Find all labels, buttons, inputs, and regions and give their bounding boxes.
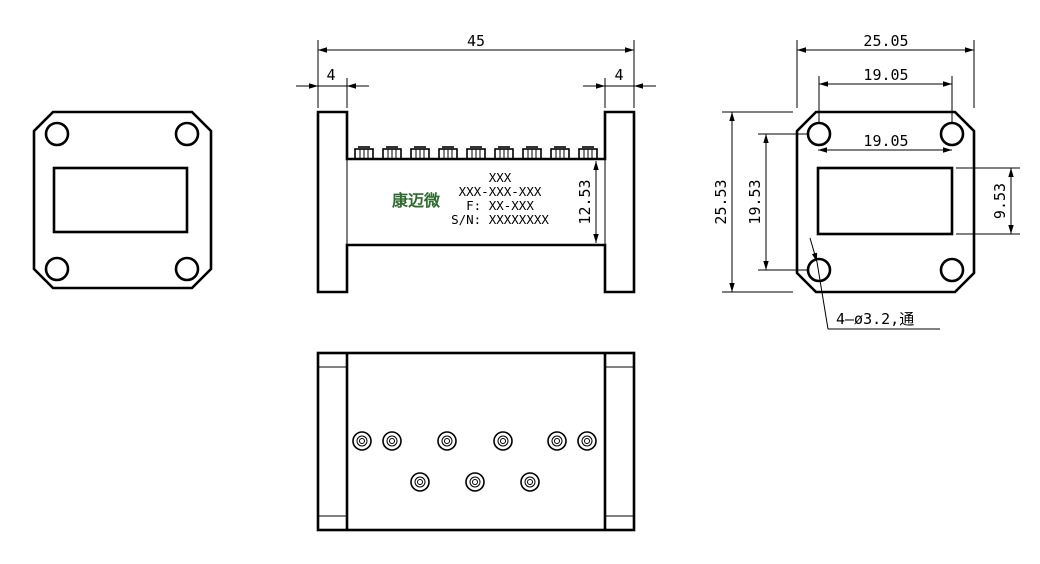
svg-text:19.53: 19.53 (746, 179, 764, 224)
tuning-screw (410, 146, 430, 160)
screw-head (520, 472, 540, 492)
screw-head (410, 472, 430, 492)
dim-flange-width: 25.05 (796, 32, 975, 108)
top-view (316, 351, 636, 532)
screw-head (493, 431, 513, 451)
svg-text:9.53: 9.53 (991, 183, 1009, 219)
tuning-screw (466, 146, 486, 160)
dim-flange-left: 4 (296, 66, 369, 108)
tuning-screw-heads (352, 431, 597, 492)
side-elevation-view: 康迈微 XXX XXX-XXX-XXX F: XX-XXX S/N: XXXXX… (296, 32, 656, 294)
tuning-screw (550, 146, 570, 160)
tuning-screw (354, 146, 374, 160)
screw-head (382, 431, 402, 451)
hole-callout: 4—ø3.2,通 (809, 237, 940, 330)
product-label: 康迈微 XXX XXX-XXX-XXX F: XX-XXX S/N: XXXXX… (392, 170, 549, 227)
tuning-screw (578, 146, 598, 160)
dim-flange-height: 25.53 (712, 111, 793, 293)
dim-hole-pitch-vertical: 19.53 (746, 133, 808, 271)
screw-head (437, 431, 457, 451)
svg-text:45: 45 (467, 32, 485, 50)
label-line-4: S/N: XXXXXXXX (451, 212, 549, 227)
svg-text:4: 4 (614, 66, 623, 84)
screw-head (465, 472, 485, 492)
right-flange-view: 25.05 19.05 19.05 25.53 19.53 (712, 32, 1020, 330)
dim-aperture-height: 9.53 (956, 167, 1020, 235)
svg-text:4—ø3.2,通: 4—ø3.2,通 (836, 310, 914, 328)
tuning-screws-top (354, 146, 598, 160)
svg-text:12.53: 12.53 (576, 179, 594, 224)
tuning-screw (494, 146, 514, 160)
svg-text:4: 4 (326, 66, 335, 84)
brand-logo: 康迈微 (392, 191, 441, 210)
dim-body-height: 12.53 (576, 161, 599, 243)
label-line-1: XXX (489, 170, 512, 185)
tuning-screw (382, 146, 402, 160)
screw-head (352, 431, 372, 451)
label-line-2: XXX-XXX-XXX (459, 184, 542, 199)
screw-head (577, 431, 597, 451)
tuning-screw (438, 146, 458, 160)
svg-text:25.53: 25.53 (712, 179, 730, 224)
svg-text:19.05: 19.05 (863, 132, 908, 150)
svg-text:19.05: 19.05 (863, 66, 908, 84)
dim-flange-right: 4 (583, 66, 656, 108)
dim-aperture-width: 19.05 (818, 132, 952, 153)
tuning-screw (522, 146, 542, 160)
left-flange-view (32, 110, 213, 290)
dim-hole-pitch-horizontal: 19.05 (818, 66, 953, 122)
svg-text:25.05: 25.05 (863, 32, 908, 50)
screw-head (547, 431, 567, 451)
dim-overall-length: 45 (317, 32, 635, 108)
label-line-3: F: XX-XXX (466, 198, 534, 213)
